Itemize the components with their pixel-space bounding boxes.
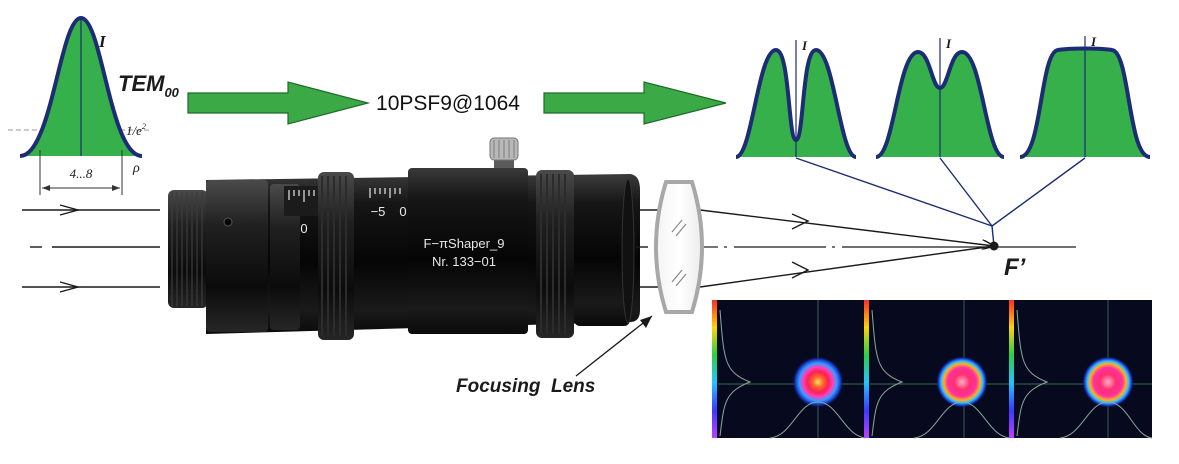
beam-image-2 [864,300,1011,439]
scale-2 [369,188,401,198]
focusing-lens [654,180,704,314]
set-screw [223,217,233,227]
profile-to-focus-lines [795,157,1086,247]
lens-pointer-line [575,315,653,377]
beam-shaper-device: 0 −5 0 F−πShaper_9 Nr. 133−01 [168,137,640,340]
lens-pointer-head [640,316,652,328]
profile-1-intensity-symbol: I [801,38,808,53]
central-barrel [408,168,528,334]
input-rays [22,204,160,293]
shaper-model-label: 10PSF9@1064 [376,92,520,115]
dimension-arrow-right [112,185,120,191]
input-gaussian-profile: I TEM00 1/e2 ρ 4...8 [8,15,180,195]
dimension-arrow-left [42,185,50,191]
scale-mark-1: 0 [300,221,307,236]
thread-adapter [168,190,208,308]
output-profile-dip: I [875,36,1005,159]
output-end [574,176,630,326]
scale-mark-2: −5 [371,204,386,219]
profile-2-intensity-symbol: I [945,36,952,51]
output-profile-flat-top: I [1019,34,1151,159]
adjustment-ring-1 [270,184,300,330]
scale-mark-3: 0 [399,204,406,219]
device-serial-label: Nr. 133−01 [432,254,496,269]
focal-point [989,241,999,251]
output-profile-donut: I [735,38,857,159]
radius-symbol: ρ [132,161,140,176]
diameter-range-label: 4...8 [70,166,93,181]
flow-arrow-right [543,81,727,125]
adjustment-ring-2 [318,172,354,340]
output-rays [636,209,994,288]
beam-image-1 [712,300,867,439]
level-label: 1/e2 [126,122,146,138]
profile-3-intensity-symbol: I [1090,34,1097,49]
flow-arrow-left [187,81,371,125]
scale-1 [288,190,315,202]
focusing-lens-label: Focusing Lens [456,376,595,397]
input-intensity-symbol: I [98,32,107,51]
device-name-label: F−πShaper_9 [424,236,505,251]
focus-label: F’ [1004,254,1026,281]
mode-label: TEM00 [118,71,180,100]
beam-image-3 [1009,300,1153,439]
